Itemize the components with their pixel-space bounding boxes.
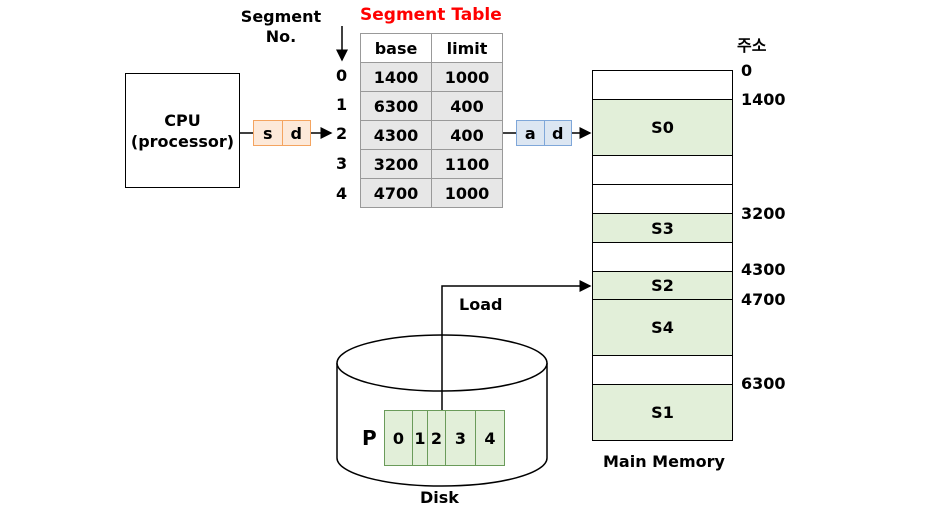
segment-table: base limit 1400 1000 6300 400 4300 400 3… [360,33,503,208]
segment-index-4: 4 [336,184,348,203]
base-cell: 6300 [360,91,432,121]
table-row: 6300 400 [360,91,503,121]
disk-segment-2: 2 [427,410,446,466]
segment-index-2: 2 [336,124,348,143]
offset-field: d [281,121,311,145]
segment-index-3: 3 [336,154,348,173]
header-limit: limit [431,33,503,63]
address-field: a [524,123,536,143]
disk-segment-0: 0 [384,410,413,466]
process-label: P [362,426,377,450]
header-base: base [360,33,432,63]
memory-segment-s2: S2 [592,271,733,300]
base-cell: 4300 [360,120,432,150]
segment-table-title: Segment Table [360,5,502,25]
limit-cell: 400 [431,120,503,150]
table-row: 1400 1000 [360,62,503,92]
limit-cell: 1000 [431,62,503,92]
address-mark: 3200 [741,204,786,223]
memory-block-empty [592,70,733,100]
limit-cell: 400 [431,91,503,121]
segment-no-label: Segment No. [240,7,322,46]
base-cell: 1400 [360,62,432,92]
segment-index-1: 1 [336,95,348,114]
disk-segment-3: 3 [445,410,476,466]
memory-block-empty [592,155,733,185]
base-cell: 4700 [360,178,432,208]
disk-label: Disk [420,488,459,507]
address-mark: 1400 [741,90,786,109]
memory-segment-s3: S3 [592,213,733,243]
disk-segment-1: 1 [412,410,428,466]
cpu-label: CPU (processor) [130,110,235,151]
memory-segment-s4: S4 [592,299,733,356]
load-label: Load [459,295,503,314]
disk-segment-4: 4 [475,410,505,466]
logical-address-box: s d [253,120,311,146]
segment-table-header: base limit [360,33,503,63]
memory-block-empty [592,242,733,272]
cpu-box: CPU (processor) [125,73,240,188]
address-title: 주소 [737,36,767,55]
segment-number-field: s [262,123,273,143]
segment-index-0: 0 [336,66,348,85]
offset-field: d [543,121,572,145]
memory-segment-s1: S1 [592,384,733,441]
table-row: 3200 1100 [360,149,503,179]
memory-segment-s0: S0 [592,99,733,156]
limit-cell: 1100 [431,149,503,179]
physical-address-box: a d [516,120,572,146]
memory-block-empty [592,355,733,385]
address-mark: 4700 [741,290,786,309]
memory-block-empty [592,184,733,214]
address-mark: 4300 [741,260,786,279]
table-row: 4700 1000 [360,178,503,208]
main-memory-label: Main Memory [603,452,725,471]
base-cell: 3200 [360,149,432,179]
address-mark: 0 [741,61,753,80]
table-row: 4300 400 [360,120,503,150]
address-mark: 6300 [741,374,786,393]
limit-cell: 1000 [431,178,503,208]
